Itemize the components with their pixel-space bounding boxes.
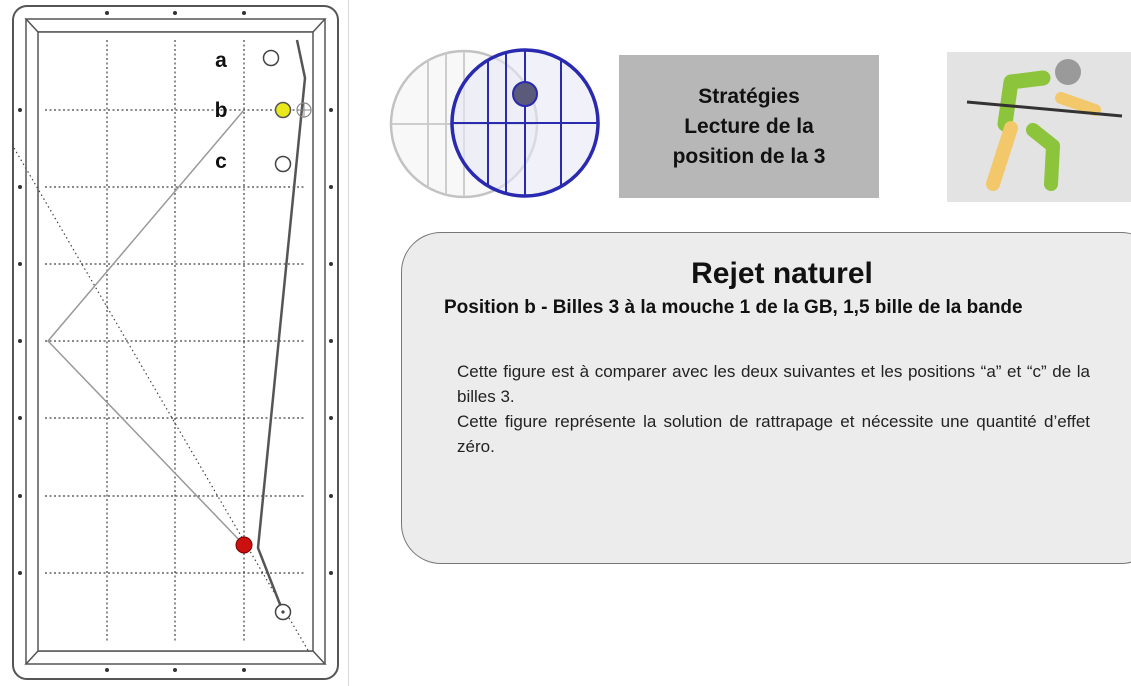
title-line-2: Lecture de la	[684, 114, 814, 138]
contact-point	[512, 81, 538, 107]
table-grid	[45, 40, 306, 643]
yellow-ball	[274, 101, 292, 119]
title-line-3: position de la 3	[672, 144, 826, 168]
panel-divider	[348, 0, 349, 686]
card-body: Cette figure est à comparer avec les deu…	[457, 359, 1090, 459]
table-cushion	[24, 18, 327, 33]
card-title: Rejet naturel	[691, 257, 873, 290]
ball-aim-overlap-icon	[389, 48, 600, 199]
table-cushion	[24, 650, 327, 665]
cue-ball-blue	[450, 48, 600, 198]
diamond-markers	[18, 11, 333, 672]
ball-position-c	[274, 155, 292, 173]
card-subtitle: Position b - Billes 3 à la mouche 1 de l…	[444, 297, 1023, 318]
cue-ball-path	[256, 39, 307, 613]
billiard-player-icon	[947, 52, 1131, 202]
label-b: b	[215, 99, 228, 122]
explanation-card: Rejet naturel Position b - Billes 3 à la…	[401, 232, 1131, 564]
label-a: a	[215, 49, 227, 72]
cue-ball	[274, 603, 292, 621]
billiard-table-diagram: a b c	[12, 5, 339, 680]
label-c: c	[215, 150, 227, 173]
card-paragraph-2: Cette figure représente la solution de r…	[457, 412, 1090, 456]
strategy-title-box: Stratégies Lecture de la position de la …	[619, 55, 879, 198]
card-paragraph-1: Cette figure est à comparer avec les deu…	[457, 362, 1090, 406]
ghost-ball-icon	[296, 102, 312, 118]
reference-dotted-line	[13, 147, 310, 653]
ball-position-a	[262, 49, 280, 67]
object-ball-path	[46, 109, 245, 546]
red-ball	[235, 536, 253, 554]
title-line-1: Stratégies	[698, 84, 800, 108]
